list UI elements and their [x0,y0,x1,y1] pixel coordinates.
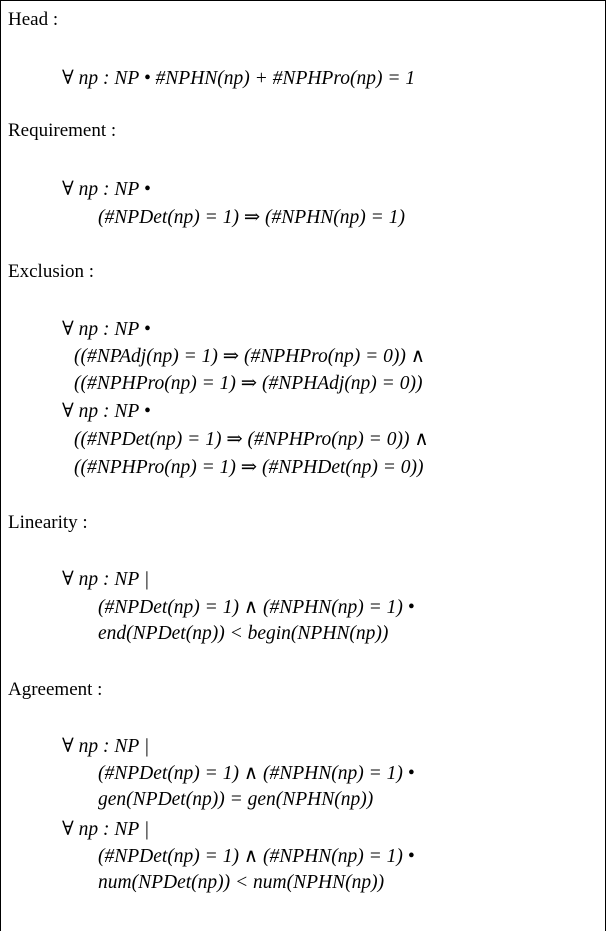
section-label-agreement: Agreement : [8,679,103,700]
requirement-formula-line: (#NPDet(np) = 1) ⇒ (#NPHN(np) = 1) [98,207,405,228]
exclusion-formula-line: ((#NPHPro(np) = 1) ⇒ (#NPHDet(np) = 0)) [74,457,424,478]
linearity-formula-line: ∀ np : NP | [62,569,150,590]
agreement-formula-line: (#NPDet(np) = 1) ∧ (#NPHN(np) = 1) • [98,846,415,867]
section-label-exclusion: Exclusion : [8,261,95,282]
exclusion-formula-line: ∀ np : NP • [62,319,151,340]
agreement-formula-line: (#NPDet(np) = 1) ∧ (#NPHN(np) = 1) • [98,763,415,784]
requirement-formula-line: ∀ np : NP • [62,179,151,200]
exclusion-formula-line: ((#NPDet(np) = 1) ⇒ (#NPHPro(np) = 0)) ∧ [74,429,429,450]
section-label-linearity: Linearity : [8,512,88,533]
section-label-head: Head : [8,9,59,30]
exclusion-formula-line: ((#NPHPro(np) = 1) ⇒ (#NPHAdj(np) = 0)) [74,373,423,394]
agreement-formula-line: num(NPDet(np)) < num(NPHN(np)) [98,872,385,893]
section-label-requirement: Requirement : [8,120,117,141]
agreement-formula-line: ∀ np : NP | [62,819,150,840]
exclusion-formula-line: ∀ np : NP • [62,401,151,422]
agreement-formula-line: gen(NPDet(np)) = gen(NPHN(np)) [98,789,374,810]
linearity-formula-line: (#NPDet(np) = 1) ∧ (#NPHN(np) = 1) • [98,597,415,618]
linearity-formula-line: end(NPDet(np)) < begin(NPHN(np)) [98,623,389,644]
head-formula-line: ∀ np : NP • #NPHN(np) + #NPHPro(np) = 1 [62,68,416,89]
exclusion-formula-line: ((#NPAdj(np) = 1) ⇒ (#NPHPro(np) = 0)) ∧ [74,346,425,367]
agreement-formula-line: ∀ np : NP | [62,736,150,757]
